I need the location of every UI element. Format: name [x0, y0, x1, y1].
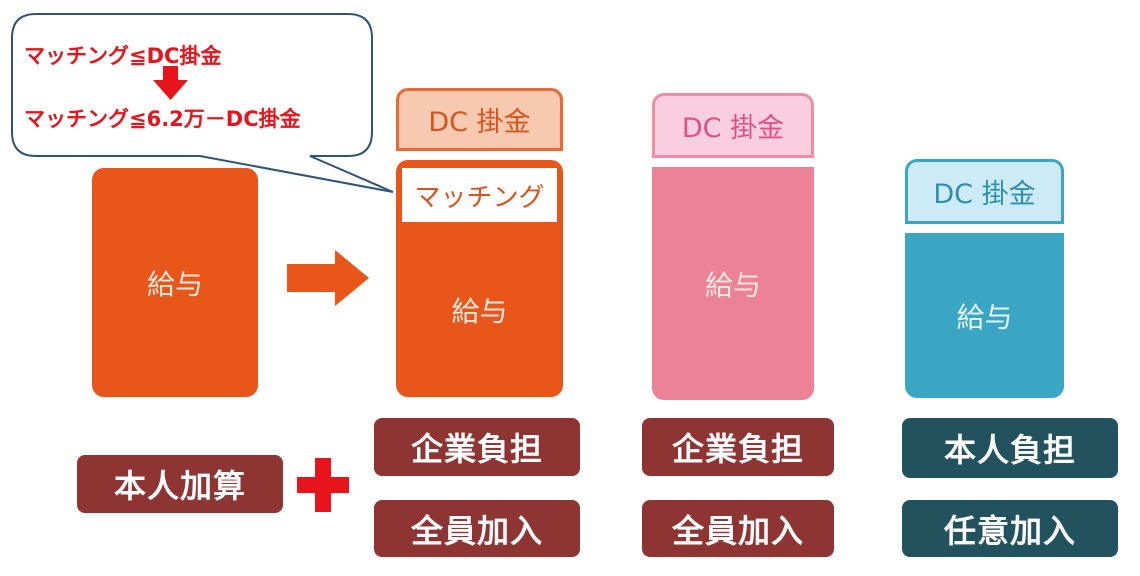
corporate-plan-salary-box: 給与 — [652, 167, 814, 400]
callout-bubble — [11, 13, 394, 193]
before-salary-box: 給与 — [92, 168, 258, 397]
matching-plan-enrollment-tag: 全員加入 — [374, 500, 580, 557]
corporate-plan-dc-box: DC 掛金 — [652, 93, 814, 158]
individual-plan-burden-tag: 本人負担 — [902, 418, 1118, 478]
right-arrow-icon — [287, 250, 369, 306]
self-addition-tag: 本人加算 — [77, 455, 283, 513]
callout-line2: マッチング≦6.2万－DC掛金 — [24, 107, 301, 131]
corporate-plan-burden-tag: 企業負担 — [642, 418, 834, 476]
matching-plan-salary-column: マッチング 給与 — [396, 160, 563, 397]
individual-plan-dc-box: DC 掛金 — [905, 159, 1064, 224]
individual-plan-enrollment-tag: 任意加入 — [902, 500, 1118, 557]
matching-plan-dc-box: DC 掛金 — [396, 88, 563, 151]
down-arrow-icon — [153, 66, 188, 100]
matching-plan-burden-tag: 企業負担 — [374, 418, 580, 476]
callout-line1: マッチング≦DC掛金 — [24, 44, 222, 68]
individual-plan-salary-box: 給与 — [905, 233, 1064, 398]
corporate-plan-enrollment-tag: 全員加入 — [642, 500, 834, 557]
plus-icon — [297, 458, 349, 512]
matching-plan-salary: 給与 — [451, 294, 508, 328]
matching-box: マッチング — [402, 168, 557, 222]
